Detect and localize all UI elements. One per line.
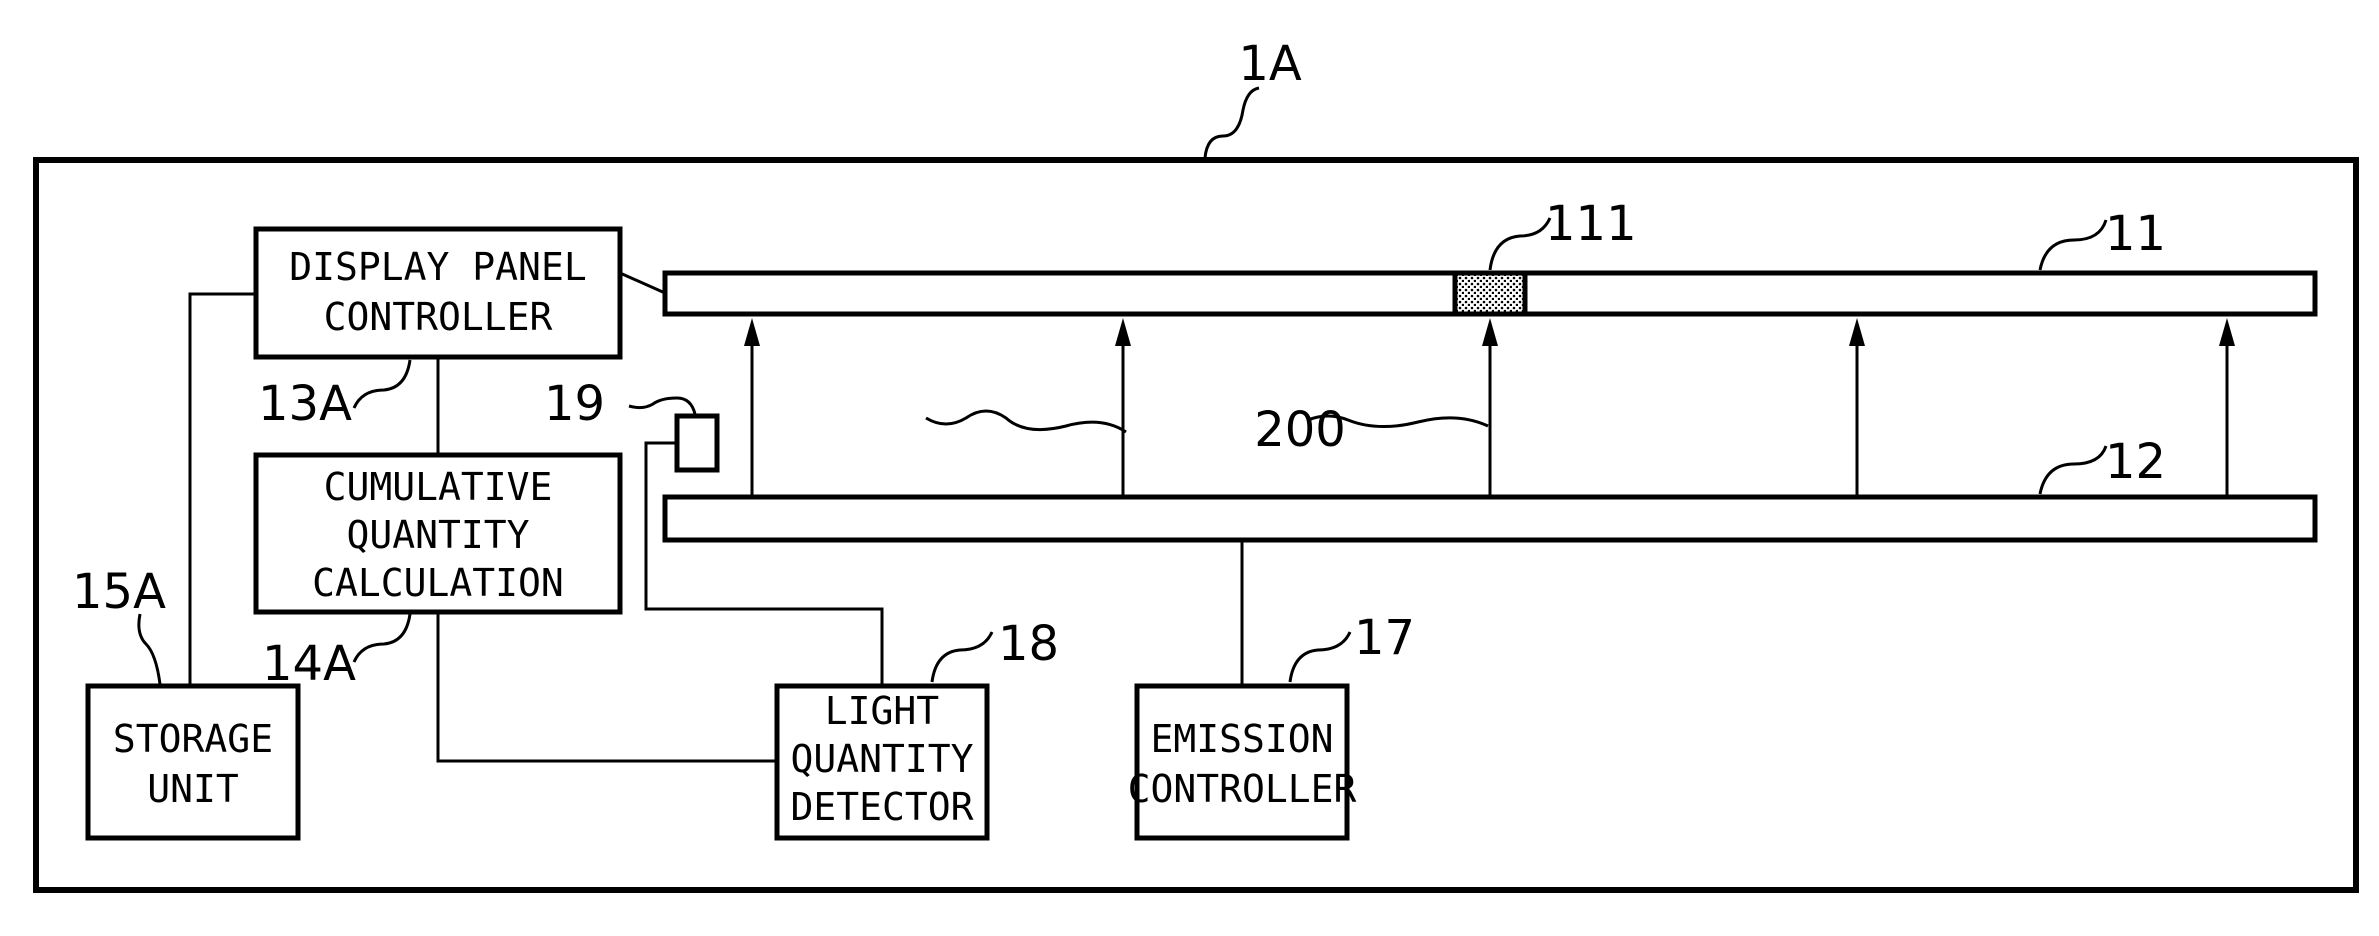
cumulative-quantity-calculation-line-3: CALCULATION	[312, 561, 564, 605]
display-panel-controller-ref-label: 13A	[258, 376, 352, 432]
backlight-ref-label: 12	[2105, 434, 2166, 490]
display-region-ref-label: 111	[1545, 196, 1637, 252]
backlight	[665, 497, 2315, 540]
backlight-ref-leader	[2040, 446, 2106, 494]
display-region	[1455, 273, 1525, 314]
storage-unit-line-2: UNIT	[147, 767, 239, 811]
emission-controller-line-1: EMISSION	[1150, 717, 1333, 761]
light-quantity-detector-line-2: QUANTITY	[790, 737, 973, 781]
light-sensor-ref-leader	[629, 398, 695, 414]
light-arrows-ref-leader-left	[926, 411, 1126, 432]
light-quantity-detector-ref-leader	[932, 632, 992, 682]
display-panel-controller-ref-leader	[354, 360, 410, 408]
emission-controller-ref-label: 17	[1354, 610, 1415, 666]
storage-unit-ref-label: 15A	[72, 564, 166, 620]
light-arrows	[744, 318, 2235, 497]
display-panel-ref-label: 11	[2105, 206, 2166, 262]
enclosure-ref-leader	[1205, 88, 1259, 158]
display-panel-ref-leader	[2040, 220, 2106, 270]
display-panel-controller-line-1: DISPLAY PANEL	[289, 245, 586, 289]
light-quantity-detector-line-1: LIGHT	[825, 689, 939, 733]
light-quantity-detector-line-3: DETECTOR	[790, 785, 973, 829]
emission-controller-box	[1137, 686, 1347, 838]
light-sensor	[677, 416, 717, 470]
display-region-ref-leader	[1490, 218, 1550, 270]
cumulative-quantity-calculation-ref-leader	[354, 614, 410, 662]
light-quantity-detector-ref-label: 18	[998, 616, 1059, 672]
cumulative-quantity-calculation-line-2: QUANTITY	[346, 513, 529, 557]
emission-controller-line-2: CONTROLLER	[1128, 767, 1357, 811]
display-panel-controller-line-2: CONTROLLER	[324, 295, 553, 339]
emission-controller-ref-leader	[1290, 632, 1350, 682]
light-arrows-ref-label: 200	[1254, 402, 1346, 458]
cumulative-quantity-calculation-line-1: CUMULATIVE	[324, 465, 553, 509]
storage-unit-line-1: STORAGE	[113, 717, 273, 761]
storage-unit-ref-leader	[139, 614, 160, 684]
enclosure-ref-label: 1A	[1238, 36, 1302, 92]
storage-unit-box	[88, 686, 298, 838]
light-sensor-ref-label: 19	[544, 376, 605, 432]
